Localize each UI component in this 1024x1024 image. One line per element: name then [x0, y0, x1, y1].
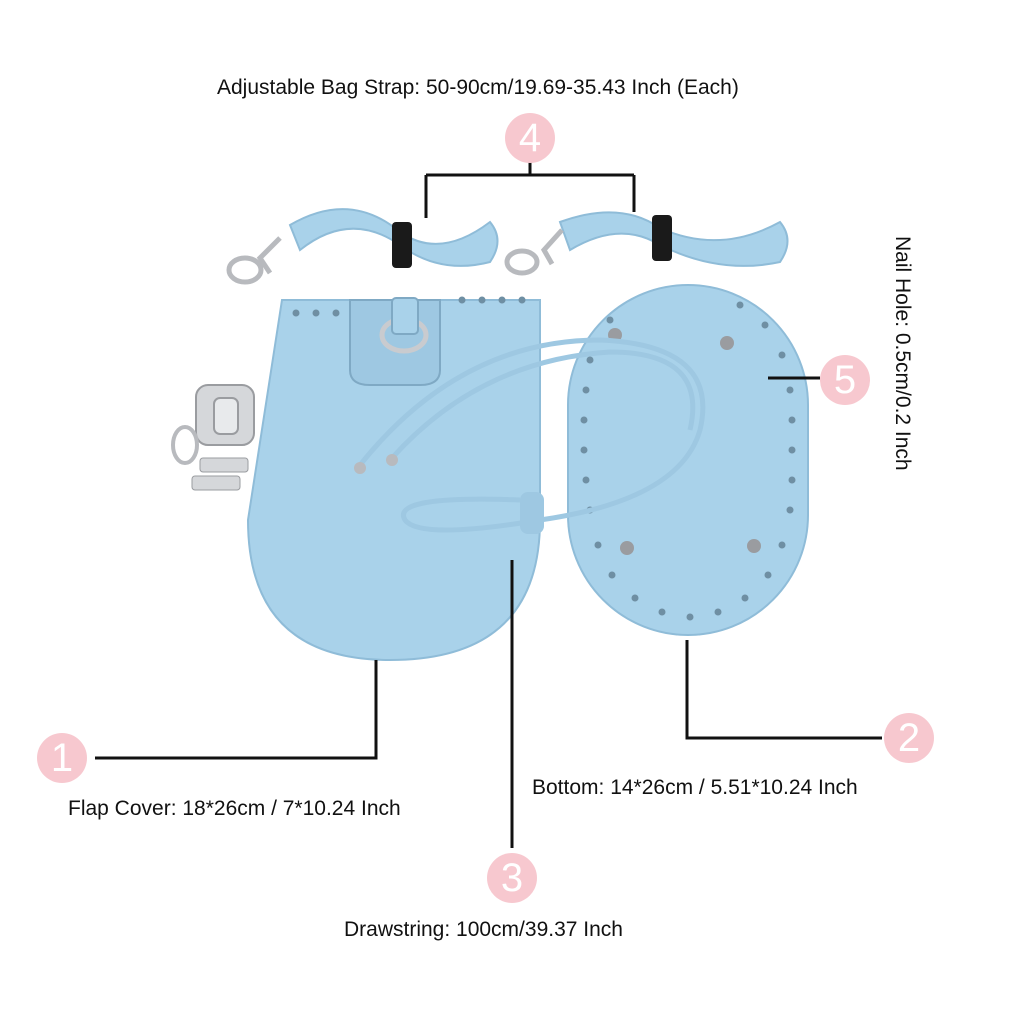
drawstring-label: Drawstring: 100cm/39.37 Inch	[344, 918, 623, 941]
badge-five: 5	[820, 355, 870, 405]
badge-two: 2	[884, 713, 934, 763]
flap-cover	[246, 296, 541, 662]
badge-four: 4	[505, 113, 555, 163]
flap-cover-label: Flap Cover: 18*26cm / 7*10.24 Inch	[68, 797, 401, 820]
badge-one: 1	[37, 733, 87, 783]
leader-lines	[95, 376, 882, 848]
strap-leader-lines	[424, 160, 636, 218]
lock-hardware	[171, 384, 255, 491]
nail-hole-label: Nail Hole: 0.5cm/0.2 Inch	[891, 236, 914, 471]
drawstring	[358, 337, 706, 534]
bottom-label: Bottom: 14*26cm / 5.51*10.24 Inch	[532, 776, 858, 799]
badge-three: 3	[487, 853, 537, 903]
bag-bottom	[567, 284, 809, 636]
right-strap	[504, 211, 789, 276]
strap-label: Adjustable Bag Strap: 50-90cm/19.69-35.4…	[217, 76, 739, 99]
left-strap	[226, 208, 499, 285]
